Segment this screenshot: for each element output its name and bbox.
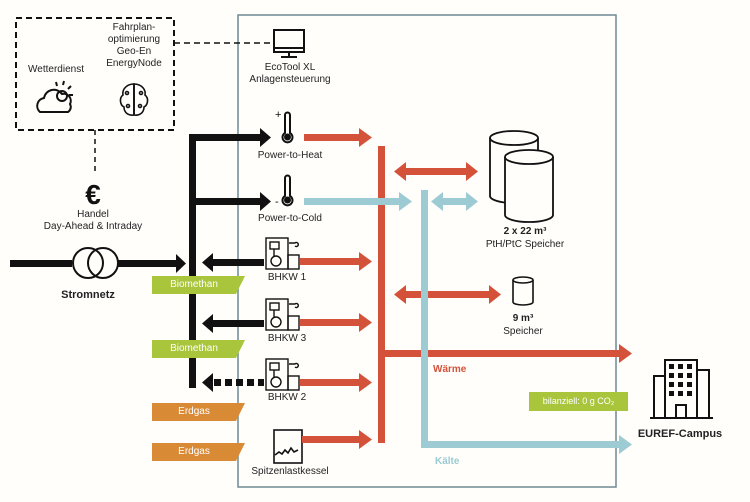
biomethan-label-2: Biomethan [170, 343, 218, 354]
trading-label: Handel Day-Ahead & Intraday [38, 209, 148, 233]
plus-sign: + [275, 109, 281, 121]
minus-sign: - [275, 196, 279, 208]
euro-icon: € [85, 179, 101, 210]
control-system-label: EcoTool XL Anlagensteuerung [240, 62, 340, 86]
campus-label: EUREF-Campus [637, 428, 723, 440]
bhkw-1-label: BHKW 1 [267, 272, 307, 283]
transformer-icon [72, 247, 104, 279]
external-services-box [15, 17, 175, 131]
boiler-label: Spitzenlastkessel [251, 466, 329, 477]
control-line-2: Anlagensteuerung [249, 74, 331, 85]
storage-tank-large-icon [489, 130, 554, 223]
bhkw-3-label: BHKW 3 [267, 333, 307, 344]
heat-label: Wärme [433, 364, 467, 375]
storage-tank-small-icon [512, 276, 534, 306]
large-storage-size: 2 x 22 m³ [503, 226, 547, 237]
co2-badge-bg [529, 392, 628, 411]
fuel-tag-erdgas-1 [152, 403, 245, 421]
bhkw-2-icon [265, 358, 300, 391]
monitor-icon [273, 29, 305, 58]
weather-service-label: Wetterdienst [28, 64, 84, 75]
power-bus [189, 128, 271, 392]
grid-line [10, 247, 186, 279]
fuel-tag-erdgas-2 [152, 443, 245, 461]
power-to-cold-label: Power-to-Cold [258, 213, 322, 224]
thermometer-hot-icon [281, 111, 294, 144]
large-storage-label: PtH/PtC Speicher [485, 239, 565, 250]
cold-network [304, 190, 632, 454]
grid-label: Stromnetz [61, 289, 115, 301]
small-storage-size: 9 m³ [512, 313, 534, 324]
heat-network [300, 128, 632, 449]
fuel-tag-biomethan-1 [152, 276, 245, 294]
boiler-icon [273, 429, 303, 464]
fahrplan-line-4: EnergyNode [106, 58, 162, 69]
trading-line-1: Handel [77, 209, 109, 220]
control-line-1: EcoTool XL [264, 62, 316, 73]
erdgas-label-2: Erdgas [178, 446, 210, 457]
schedule-optimization-label: Fahrplan- optimierung Geo-En EnergyNode [98, 22, 170, 70]
erdgas-label-1: Erdgas [178, 406, 210, 417]
small-storage-label: Speicher [503, 326, 543, 337]
biomethan-label-1: Biomethan [170, 279, 218, 290]
co2-badge: bilanziell: 0 g CO₂ [542, 396, 615, 406]
bhkw-2-label: BHKW 2 [267, 392, 307, 403]
brain-icon [119, 83, 149, 116]
fahrplan-line-1: Fahrplan- [112, 22, 156, 33]
trading-line-2: Day-Ahead & Intraday [43, 221, 143, 232]
bhkw-3-icon [265, 298, 300, 331]
power-to-heat-label: Power-to-Heat [257, 150, 323, 161]
fahrplan-line-3: Geo-En [116, 46, 152, 57]
fahrplan-line-2: optimierung [107, 34, 161, 45]
site-frame [237, 14, 617, 488]
fuel-tag-biomethan-2 [152, 340, 245, 358]
building-icon [650, 359, 713, 419]
bhkw-1-icon [265, 237, 300, 270]
cold-label: Kälte [435, 456, 460, 467]
thermometer-cold-icon [281, 174, 294, 207]
weather-icon [36, 80, 73, 113]
